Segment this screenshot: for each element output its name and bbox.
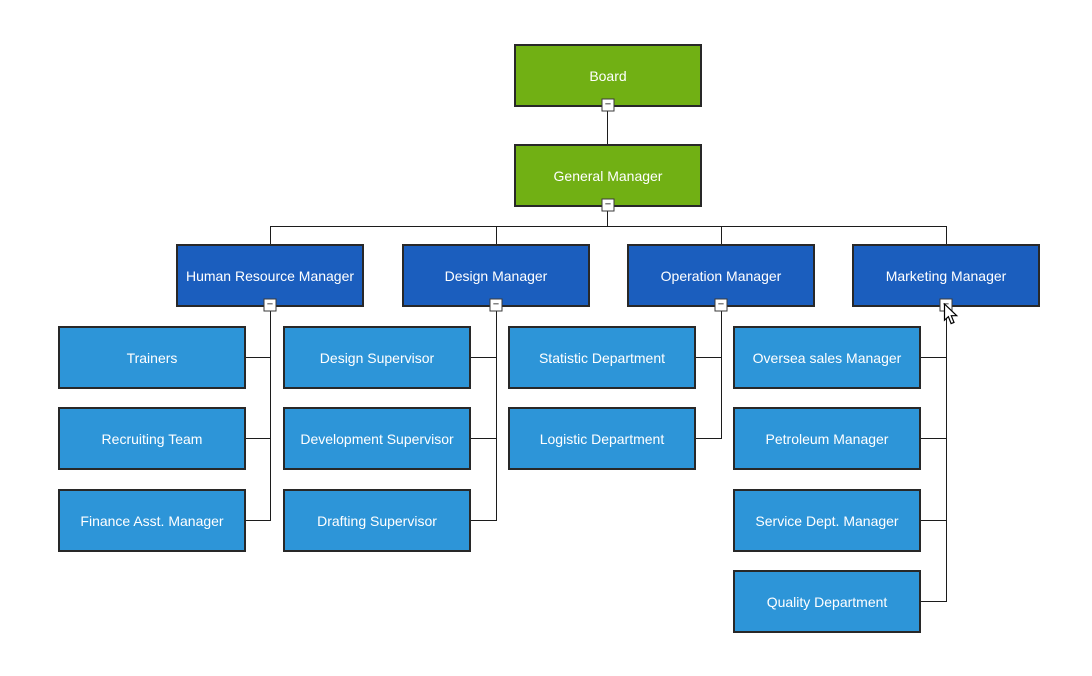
connector-line	[270, 226, 271, 244]
org-node-operation-manager[interactable]: Operation Manager −	[627, 244, 815, 312]
connector-line	[471, 520, 497, 521]
connector-line	[270, 226, 947, 227]
org-node-general-manager[interactable]: General Manager −	[514, 144, 702, 212]
node-label: Human Resource Manager	[185, 267, 355, 284]
connector-line	[471, 357, 497, 358]
connector-line	[696, 357, 722, 358]
collapse-minus-icon[interactable]: −	[601, 198, 615, 212]
org-node-development-supervisor[interactable]: Development Supervisor	[283, 407, 471, 470]
mouse-cursor-icon	[943, 303, 959, 325]
collapse-minus-icon[interactable]: −	[601, 98, 615, 112]
connector-line	[496, 226, 497, 244]
node-label: Marketing Manager	[885, 267, 1007, 284]
collapse-minus-icon[interactable]: −	[489, 298, 503, 312]
connector-line	[270, 307, 271, 521]
connector-line	[246, 520, 271, 521]
node-label: Board	[589, 67, 627, 84]
node-label: Trainers	[126, 349, 178, 366]
connector-line	[246, 357, 271, 358]
org-node-statistic-department[interactable]: Statistic Department	[508, 326, 696, 389]
org-node-petroleum-manager[interactable]: Petroleum Manager	[733, 407, 921, 470]
connector-line	[946, 226, 947, 244]
org-node-design-manager[interactable]: Design Manager −	[402, 244, 590, 312]
connector-line	[721, 226, 722, 244]
connector-line	[607, 107, 608, 144]
connector-line	[696, 438, 722, 439]
node-label: Design Manager	[444, 267, 548, 284]
org-node-human-resource-manager[interactable]: Human Resource Manager −	[176, 244, 364, 312]
org-node-service-dept-manager[interactable]: Service Dept. Manager	[733, 489, 921, 552]
node-label: General Manager	[553, 167, 663, 184]
connector-line	[921, 357, 947, 358]
node-label: Service Dept. Manager	[755, 512, 899, 529]
connector-line	[607, 207, 608, 227]
connector-line	[721, 307, 722, 439]
node-label: Drafting Supervisor	[317, 512, 437, 529]
org-node-design-supervisor[interactable]: Design Supervisor	[283, 326, 471, 389]
collapse-minus-icon[interactable]: −	[714, 298, 728, 312]
org-node-drafting-supervisor[interactable]: Drafting Supervisor	[283, 489, 471, 552]
node-label: Operation Manager	[660, 267, 782, 284]
connector-line	[246, 438, 271, 439]
node-label: Recruiting Team	[101, 430, 203, 447]
node-label: Logistic Department	[539, 430, 665, 447]
connector-line	[471, 438, 497, 439]
org-node-recruiting-team[interactable]: Recruiting Team	[58, 407, 246, 470]
node-label: Petroleum Manager	[765, 430, 889, 447]
connector-line	[921, 601, 947, 602]
org-node-quality-department[interactable]: Quality Department	[733, 570, 921, 633]
org-node-marketing-manager[interactable]: Marketing Manager −	[852, 244, 1040, 312]
node-label: Oversea sales Manager	[752, 349, 902, 366]
node-label: Development Supervisor	[300, 430, 454, 447]
org-node-board[interactable]: Board −	[514, 44, 702, 112]
node-label: Finance Asst. Manager	[80, 512, 224, 529]
node-label: Statistic Department	[538, 349, 666, 366]
connector-line	[921, 520, 947, 521]
org-node-logistic-department[interactable]: Logistic Department	[508, 407, 696, 470]
connector-line	[946, 307, 947, 602]
org-node-trainers[interactable]: Trainers	[58, 326, 246, 389]
org-node-finance-asst-manager[interactable]: Finance Asst. Manager	[58, 489, 246, 552]
org-node-oversea-sales-manager[interactable]: Oversea sales Manager	[733, 326, 921, 389]
node-label: Quality Department	[766, 593, 888, 610]
connector-line	[496, 307, 497, 521]
connector-line	[921, 438, 947, 439]
node-label: Design Supervisor	[319, 349, 435, 366]
collapse-minus-icon[interactable]: −	[263, 298, 277, 312]
